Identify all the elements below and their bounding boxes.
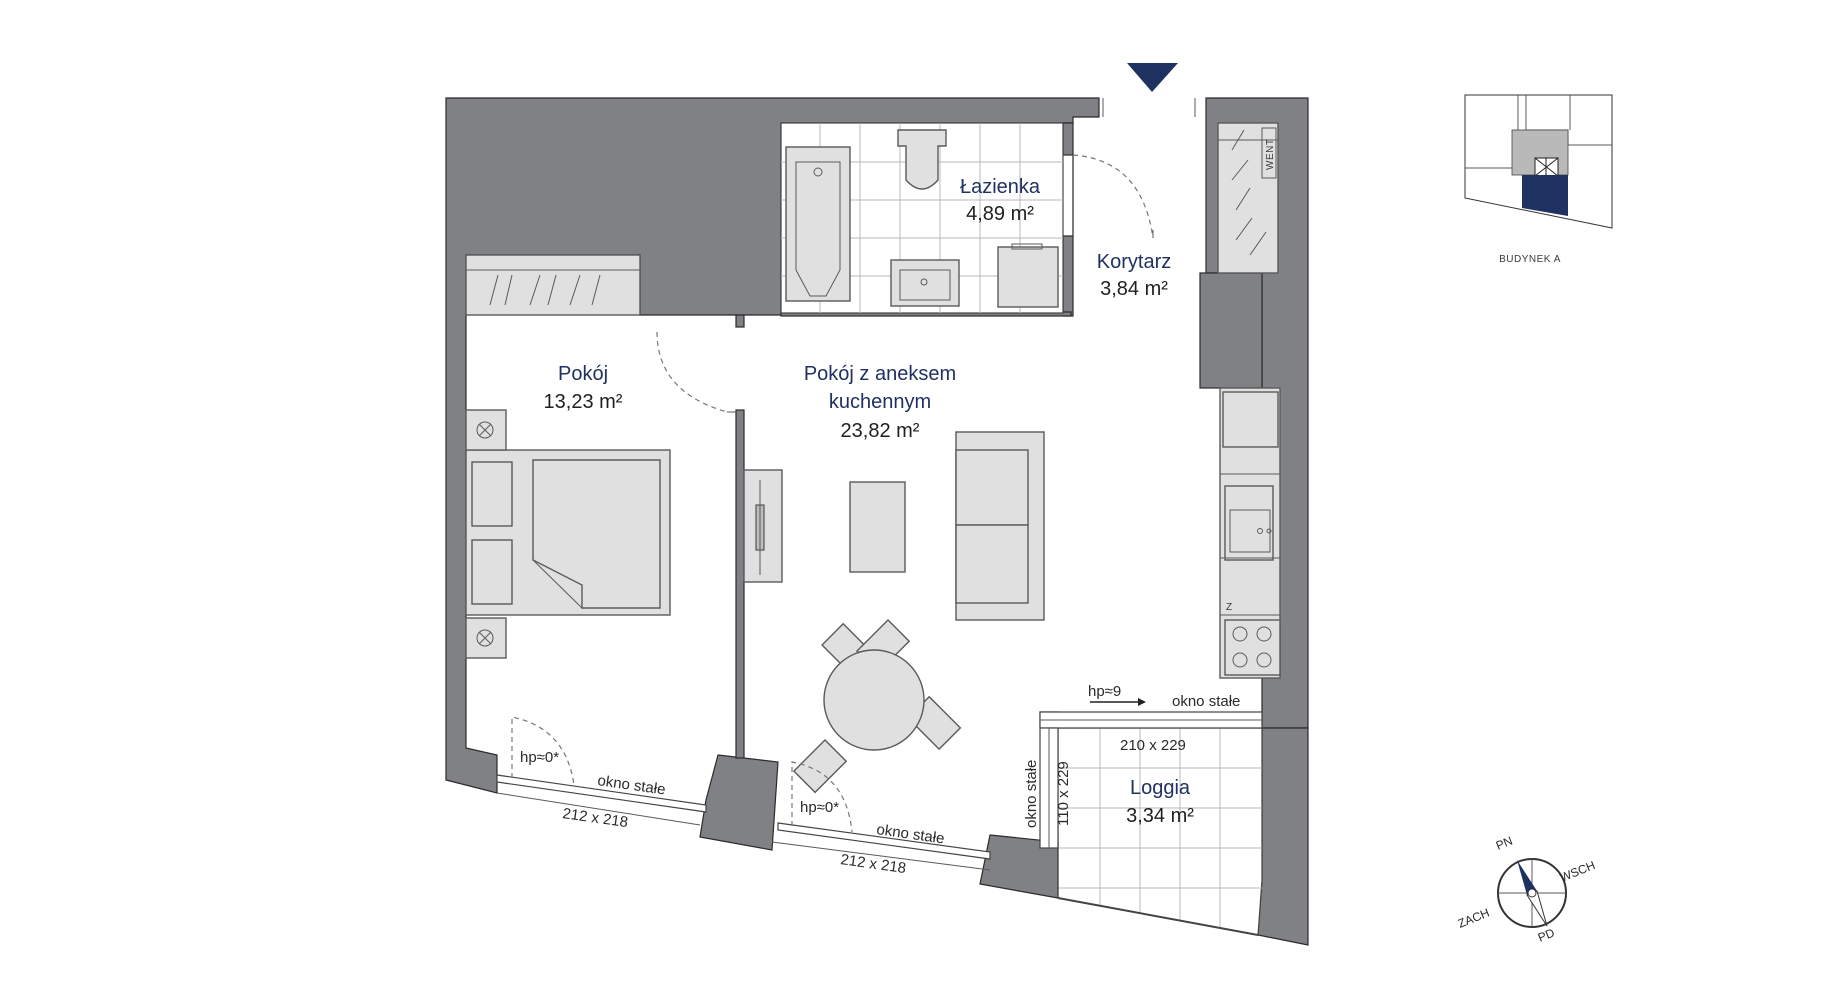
bathroom	[780, 122, 1064, 314]
tv-stand	[743, 469, 783, 583]
key-plan-label: BUDYNEK A	[1499, 254, 1561, 265]
window-dim-1: 212 x 218	[561, 805, 629, 831]
living-name-line1: Pokój z aneksem	[804, 363, 956, 385]
loggia-top-dim: 210 x 229	[1120, 737, 1186, 754]
stove-label: Z	[1226, 602, 1233, 613]
washing-machine	[997, 246, 1059, 308]
compass-west: ZACH	[1456, 906, 1492, 931]
nightstand-top	[465, 409, 507, 451]
living-name-line2: kuchennym	[829, 391, 931, 413]
room-name: Pokój	[558, 363, 608, 385]
sink	[1224, 485, 1274, 561]
hp0-label-a: hp≈0*	[520, 749, 559, 766]
entry-door	[1102, 98, 1196, 117]
hallway-name: Korytarz	[1097, 251, 1171, 273]
hp9-label: hp≈9	[1088, 683, 1121, 700]
loggia-area: 3,34 m²	[1126, 805, 1194, 827]
loggia-side-dim: 110 x 229	[1055, 761, 1072, 826]
fixed-window-label-4: okno stałe	[1023, 760, 1040, 828]
key-plan: BUDYNEK A	[1464, 94, 1613, 265]
walls	[445, 97, 1309, 946]
shaft-label: WENT	[1265, 139, 1276, 170]
kitchen-counter: Z	[1219, 387, 1281, 679]
bathroom-name: Łazienka	[960, 176, 1041, 198]
facade-windows	[496, 716, 1059, 898]
window-dim-2: 212 x 218	[839, 851, 907, 877]
entrance-marker	[1127, 63, 1178, 92]
loggia-name: Loggia	[1130, 777, 1191, 799]
compass-east: WSCH	[1558, 858, 1597, 885]
sofa	[955, 431, 1045, 621]
bathroom-area: 4,89 m²	[966, 203, 1034, 225]
coffee-table	[849, 481, 906, 573]
compass-north: PN	[1494, 834, 1515, 853]
dining-set	[792, 619, 962, 794]
compass-south: PD	[1536, 925, 1557, 944]
toilet	[897, 129, 947, 190]
hallway-wardrobe: WENT	[1217, 122, 1279, 274]
room-area: 13,23 m²	[544, 391, 623, 413]
living-area: 23,82 m²	[841, 420, 920, 442]
stove	[1224, 619, 1281, 676]
key-plan-highlight	[1522, 175, 1568, 216]
compass-needle-north	[1517, 860, 1537, 895]
bed	[465, 449, 671, 616]
bathtub-inner	[795, 161, 841, 297]
fixed-window-label-3: okno stałe	[1172, 693, 1240, 710]
bathtub	[785, 146, 851, 302]
hallway-area: 3,84 m²	[1100, 278, 1168, 300]
bedroom-wardrobe	[465, 254, 641, 316]
bedroom-door-swing	[656, 331, 728, 413]
nightstand-bottom	[465, 617, 507, 659]
washbasin	[890, 259, 960, 307]
hp0-label-b: hp≈0*	[800, 799, 839, 816]
compass: PN WSCH PD ZACH	[1456, 834, 1597, 945]
entry-door-swing	[1072, 154, 1154, 239]
